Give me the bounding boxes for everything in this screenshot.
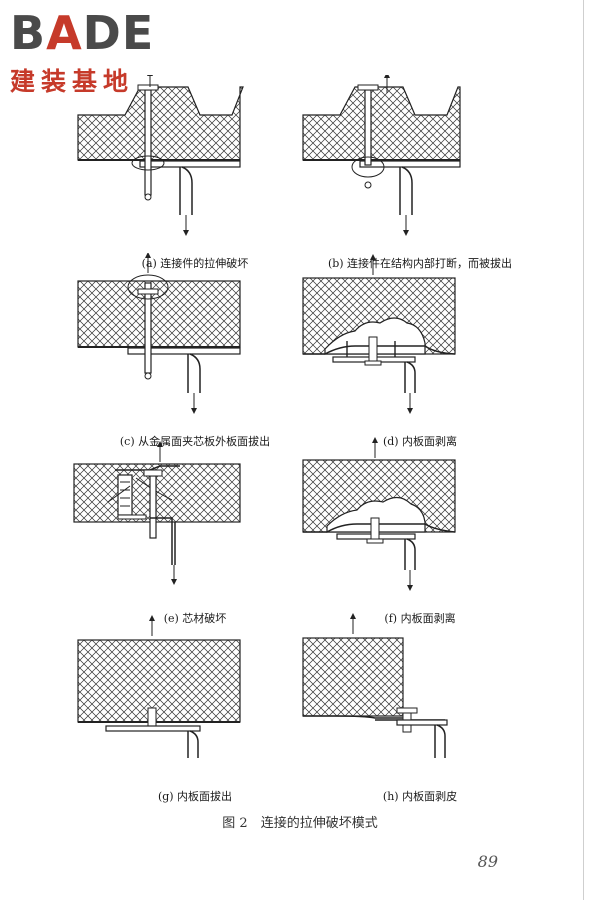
logo-subtitle: 建装基地 [10, 67, 135, 96]
diagram-c [77, 253, 241, 414]
bade-logo: BADE 建装基地 [8, 6, 178, 96]
panel-b: (b) 连接件在结构内部打断，而被拔出 [285, 75, 555, 275]
panel-h: (h) 内板面剥皮 [285, 608, 555, 808]
page-number: 89 [477, 852, 498, 871]
logo-wordmark: BADE [10, 6, 155, 60]
page-edge [583, 0, 584, 900]
figure-caption: 图 2 连接的拉伸破坏模式 [222, 816, 378, 831]
caption-f: (f) 内板面剥离 [384, 612, 456, 625]
diagram-a [77, 75, 244, 236]
panel-c: (c) 从金属面夹芯板外板面拔出 [60, 253, 330, 453]
diagram-e [73, 441, 241, 585]
caption-g: (g) 内板面拔出 [157, 790, 233, 803]
caption-b: (b) 连接件在结构内部打断，而被拔出 [327, 257, 513, 270]
panel-d: (d) 内板面剥离 [285, 253, 555, 453]
panel-f: (f) 内板面剥离 [285, 430, 555, 630]
diagram-h [302, 613, 448, 758]
caption-a: (a) 连接件的拉伸破坏 [141, 257, 249, 270]
panel-e: (e) 芯材破坏 [60, 430, 330, 630]
diagram-b [302, 75, 461, 236]
caption-e: (e) 芯材破坏 [163, 612, 227, 625]
diagram-g [77, 615, 241, 758]
panel-g: (g) 内板面拔出 [60, 608, 330, 808]
panel-a: (a) 连接件的拉伸破坏 [60, 75, 330, 275]
caption-d: (d) 内板面剥离 [382, 435, 458, 448]
diagram-f [302, 437, 456, 591]
diagram-d [302, 254, 456, 414]
caption-h: (h) 内板面剥皮 [382, 790, 458, 803]
